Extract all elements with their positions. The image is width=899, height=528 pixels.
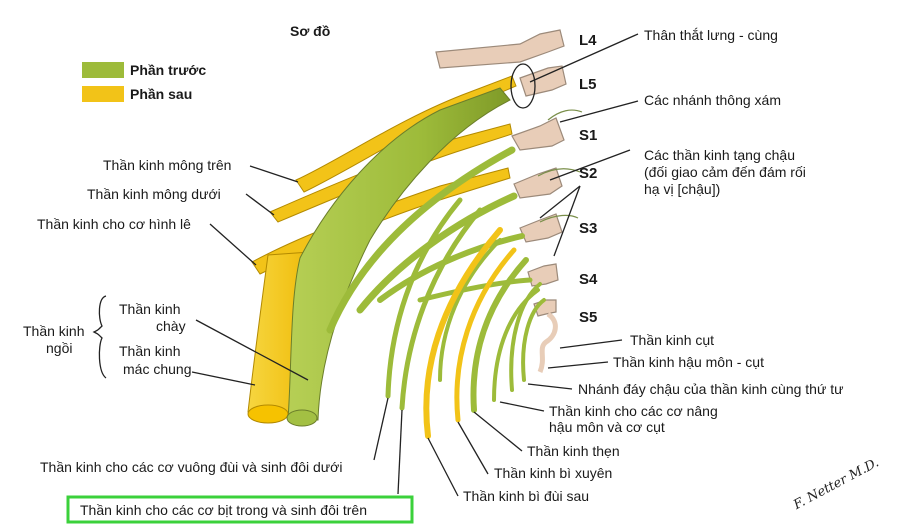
branch-s4-anterior bbox=[417, 277, 533, 303]
label-gray-rami: Các nhánh thông xám bbox=[644, 92, 781, 108]
label-levator-1: Thần kinh cho các cơ nâng bbox=[549, 403, 718, 419]
segment-s5: S5 bbox=[579, 309, 597, 326]
artist-signature: F. Netter M.D. bbox=[790, 455, 881, 513]
legend-label-posterior: Phần sau bbox=[130, 86, 192, 102]
label-inferior-gluteal: Thần kinh mông dưới bbox=[87, 186, 221, 202]
branch-levator bbox=[492, 288, 540, 402]
branch-perforating-cutaneous bbox=[454, 247, 517, 423]
branch-obturator bbox=[399, 207, 483, 411]
diagram-title: Sơ đồ bbox=[290, 23, 330, 39]
legend-swatch-posterior bbox=[82, 86, 124, 102]
spinal-roots bbox=[435, 29, 567, 373]
branch-pudendal bbox=[470, 257, 529, 413]
anterior-branches bbox=[326, 146, 546, 413]
gray-ramus-1 bbox=[547, 109, 583, 121]
label-pelvic-splanchnic-1: Các thần kinh tạng chậu bbox=[644, 147, 795, 163]
bottom-labels: Thần kinh thẹn Thần kinh bì xuyên Thần k… bbox=[40, 443, 620, 524]
gray-ramus-3 bbox=[539, 214, 579, 223]
root-l4 bbox=[435, 29, 565, 69]
highlight-box bbox=[66, 495, 414, 524]
label-pelvic-splanchnic-2: (đối giao cảm đến đám rối bbox=[644, 164, 806, 180]
segment-s2: S2 bbox=[579, 165, 597, 182]
segment-l5: L5 bbox=[579, 76, 597, 93]
segment-l4: L4 bbox=[579, 32, 597, 49]
coccygeal-root bbox=[537, 311, 558, 373]
root-s3 bbox=[519, 213, 563, 243]
label-coccygeal: Thần kinh cụt bbox=[630, 332, 714, 348]
legend: Phần trước Phần sau bbox=[82, 62, 206, 102]
label-levator-2: hậu môn và cơ cụt bbox=[549, 419, 665, 435]
right-labels: Thân thắt lưng - cùng Các nhánh thông xá… bbox=[549, 27, 843, 435]
label-perineal-branch: Nhánh đáy chậu của thần kinh cùng thứ tư bbox=[578, 381, 843, 397]
gray-ramus-2 bbox=[537, 168, 581, 177]
branch-tibial-strand bbox=[326, 146, 516, 334]
sciatic-cut-end-anterior bbox=[286, 409, 318, 427]
gray-rami bbox=[537, 109, 583, 223]
root-l5 bbox=[519, 65, 567, 97]
segment-s3: S3 bbox=[579, 220, 597, 237]
label-sciatic-2: ngồi bbox=[46, 340, 72, 356]
legend-label-anterior: Phần trước bbox=[130, 62, 206, 78]
label-perforating-cutaneous: Thần kinh bì xuyên bbox=[494, 465, 612, 481]
legend-swatch-anterior bbox=[82, 62, 124, 78]
label-piriformis: Thần kinh cho cơ hình lê bbox=[37, 216, 191, 232]
label-superior-gluteal: Thần kinh mông trên bbox=[103, 157, 231, 173]
branch-extra-1 bbox=[438, 238, 502, 382]
root-s1 bbox=[511, 117, 565, 151]
label-quadratus-femoris: Thần kinh cho các cơ vuông đùi và sinh đ… bbox=[40, 459, 342, 475]
sciatic-brace bbox=[92, 295, 107, 379]
segment-labels: L4 L5 S1 S2 S3 S4 S5 bbox=[579, 32, 598, 326]
sciatic-cut-end-posterior bbox=[247, 404, 289, 424]
label-tibial-2: chày bbox=[156, 318, 186, 334]
root-s4 bbox=[527, 263, 559, 287]
label-peroneal-2: mác chung bbox=[123, 361, 191, 377]
branch-quadratus bbox=[385, 197, 463, 399]
label-peroneal-1: Thần kinh bbox=[119, 343, 180, 359]
label-pudendal: Thần kinh thẹn bbox=[527, 443, 620, 459]
label-sciatic-1: Thần kinh bbox=[23, 323, 84, 339]
left-labels: Thần kinh mông trên Thần kinh mông dưới … bbox=[23, 157, 231, 379]
branch-perineal-s4 bbox=[521, 298, 546, 382]
label-pelvic-splanchnic-3: hạ vị [chậu]) bbox=[644, 181, 720, 197]
branch-extra-2 bbox=[509, 282, 542, 392]
label-lumbosacral-trunk: Thân thắt lưng - cùng bbox=[644, 27, 778, 43]
sciatic-trunk bbox=[247, 87, 511, 427]
label-tibial-1: Thần kinh bbox=[119, 301, 180, 317]
branch-post-femoral-cutaneous bbox=[423, 227, 503, 439]
leader-lines bbox=[191, 33, 639, 497]
posterior-lower-branches bbox=[423, 227, 517, 439]
root-s2 bbox=[513, 167, 563, 199]
label-posterior-femoral-cutaneous: Thần kinh bì đùi sau bbox=[463, 488, 589, 504]
segment-s1: S1 bbox=[579, 127, 597, 144]
sciatic-anterior-part bbox=[287, 87, 511, 421]
label-obturator-internus: Thần kinh cho các cơ bịt trong và sinh đ… bbox=[80, 502, 367, 518]
label-anococcygeal: Thần kinh hậu môn - cụt bbox=[613, 354, 764, 370]
segment-s4: S4 bbox=[579, 271, 598, 288]
